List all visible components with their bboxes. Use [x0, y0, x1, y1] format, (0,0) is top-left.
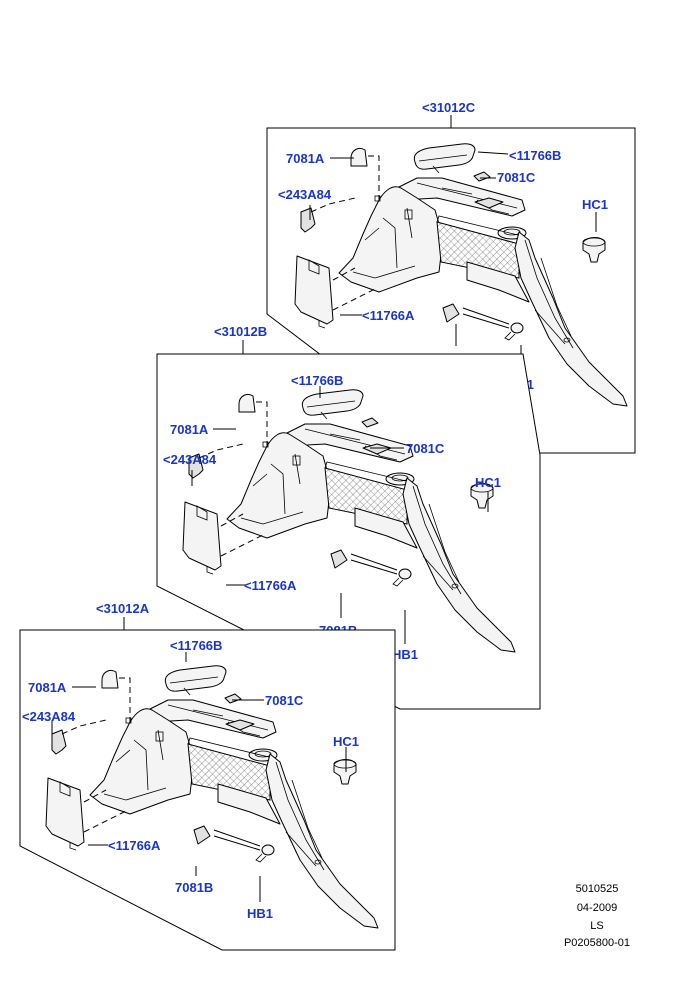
reference-illustration-id: P0205800-01	[564, 937, 630, 949]
callout-11766B: <11766B	[291, 373, 343, 388]
assembly-label: <31012A	[96, 601, 150, 616]
assembly-label: <31012C	[422, 100, 476, 115]
callout-243A84: <243A84	[22, 709, 76, 724]
callout-11766A: <11766A	[108, 838, 161, 853]
callout-HC1: HC1	[333, 734, 359, 749]
reference-code: LS	[590, 920, 603, 932]
callout-7081B: 7081B	[175, 880, 213, 895]
callout-HB1: HB1	[392, 647, 418, 662]
callout-HC1: HC1	[582, 197, 608, 212]
callout-HC1: HC1	[475, 475, 501, 490]
reference-date: 04-2009	[577, 902, 617, 914]
reference-number: 5010525	[576, 883, 619, 895]
callout-243A84: <243A84	[163, 452, 217, 467]
callout-243A84: <243A84	[278, 187, 332, 202]
assembly-31012A: <31012A 7081A <11766B 7081C <243A84 HC1 …	[19, 601, 396, 951]
assembly-label: <31012B	[214, 324, 267, 339]
assembly-frame	[19, 629, 396, 951]
callout-11766B: <11766B	[509, 148, 561, 163]
callout-11766B: <11766B	[170, 638, 222, 653]
callout-7081C: 7081C	[406, 441, 445, 456]
callout-7081A: 7081A	[28, 680, 67, 695]
callout-7081A: 7081A	[170, 422, 209, 437]
assembly-frame	[156, 353, 541, 710]
callout-HB1: HB1	[247, 906, 273, 921]
reference-block: 5010525 04-2009 LS P0205800-01	[564, 883, 630, 949]
callout-11766A: <11766A	[244, 578, 297, 593]
callout-11766A: <11766A	[362, 308, 415, 323]
callout-7081C: 7081C	[265, 693, 304, 708]
callout-7081A: 7081A	[286, 151, 325, 166]
callout-7081C: 7081C	[497, 170, 536, 185]
assembly-31012B: <31012B 7081A <11766B 7081C <243A84 HC1 …	[156, 324, 541, 710]
